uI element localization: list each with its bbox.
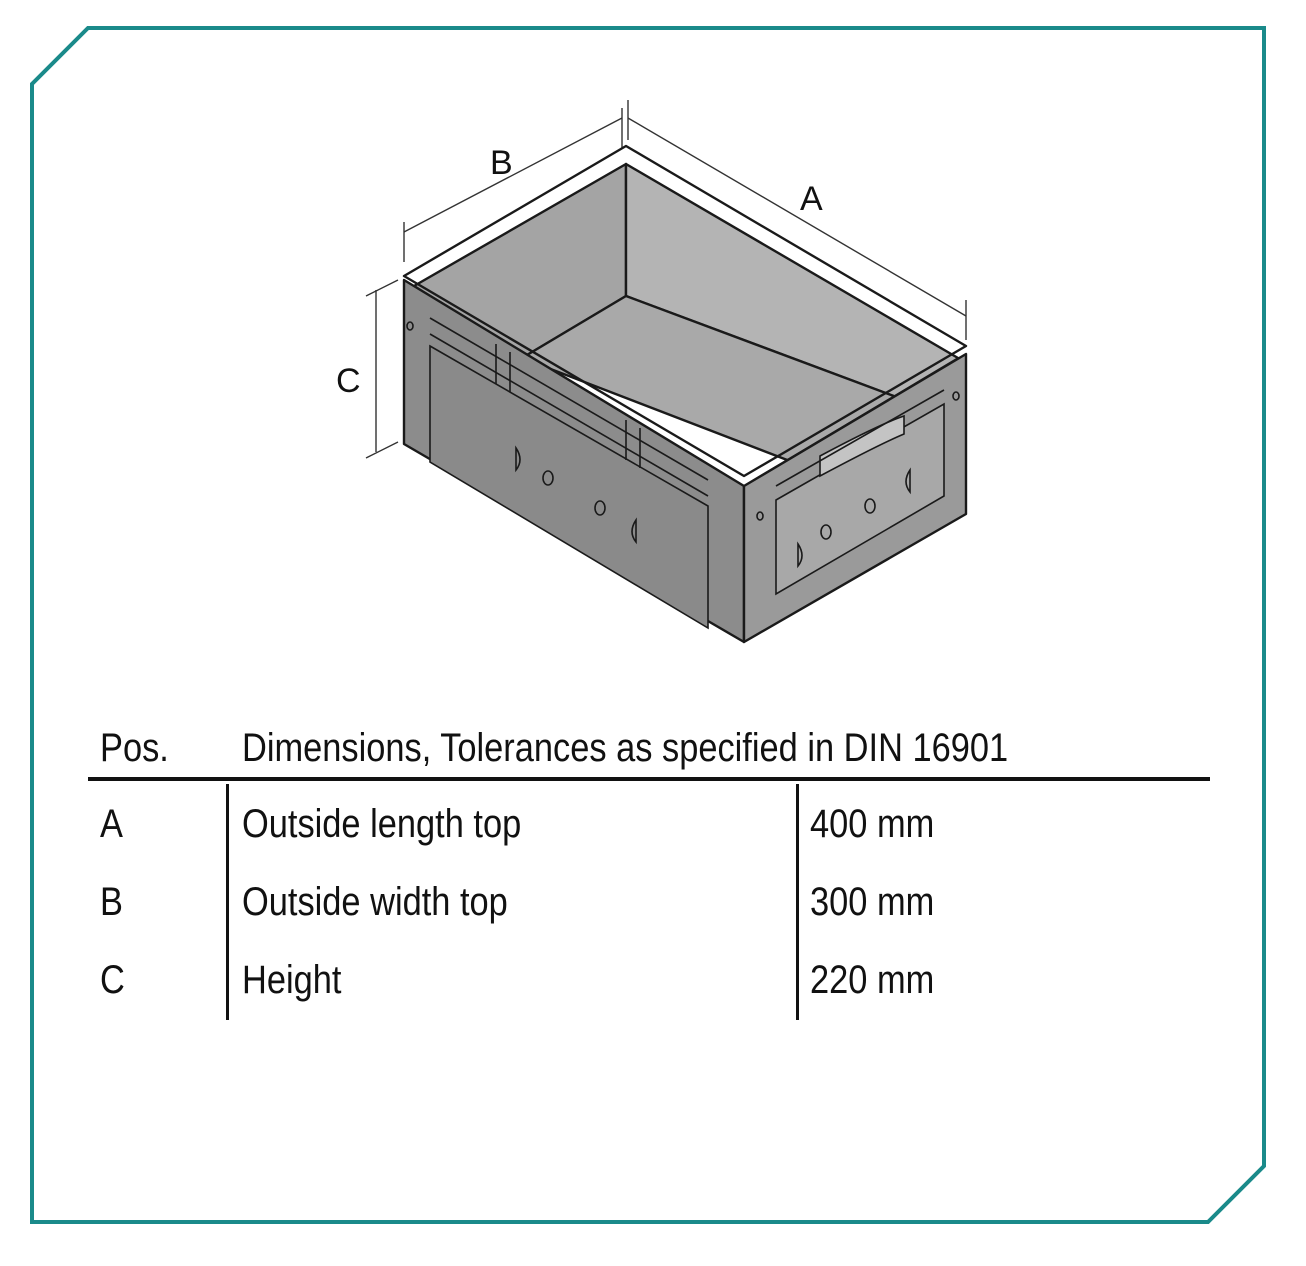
table-header-dimensions: Dimensions, Tolerances as specified in D… [242,725,1009,770]
box-drawing: B A C [336,100,968,644]
frame-outline [30,26,1266,1224]
dimension-table: Pos. Dimensions, Tolerances as specified… [88,718,1210,1028]
row-description: Height [242,957,342,1002]
table-column-divider [796,784,799,1020]
front-wall-details [429,317,709,630]
dim-label-c: C [336,362,361,400]
dim-label-b: B [490,144,513,182]
row-pos: A [100,801,123,846]
table-row: B Outside width top 300 mm [88,864,1210,940]
row-value: 220 mm [810,957,935,1002]
wall-holes [406,321,960,569]
row-description: Outside length top [242,801,522,846]
row-pos: C [100,957,125,1002]
dim-label-a: A [800,180,823,218]
table-header-rule [88,777,1210,781]
table-row: C Height 220 mm [88,942,1210,1018]
table-column-divider [226,784,229,1020]
box-top-rim [402,144,968,478]
row-pos: B [100,879,123,924]
row-value: 400 mm [810,801,935,846]
table-header-pos: Pos. [100,725,169,770]
row-description: Outside width top [242,879,508,924]
table-row: A Outside length top 400 mm [88,786,1210,862]
row-value: 300 mm [810,879,935,924]
dimension-lines [365,100,967,459]
end-wall-details [775,389,945,596]
